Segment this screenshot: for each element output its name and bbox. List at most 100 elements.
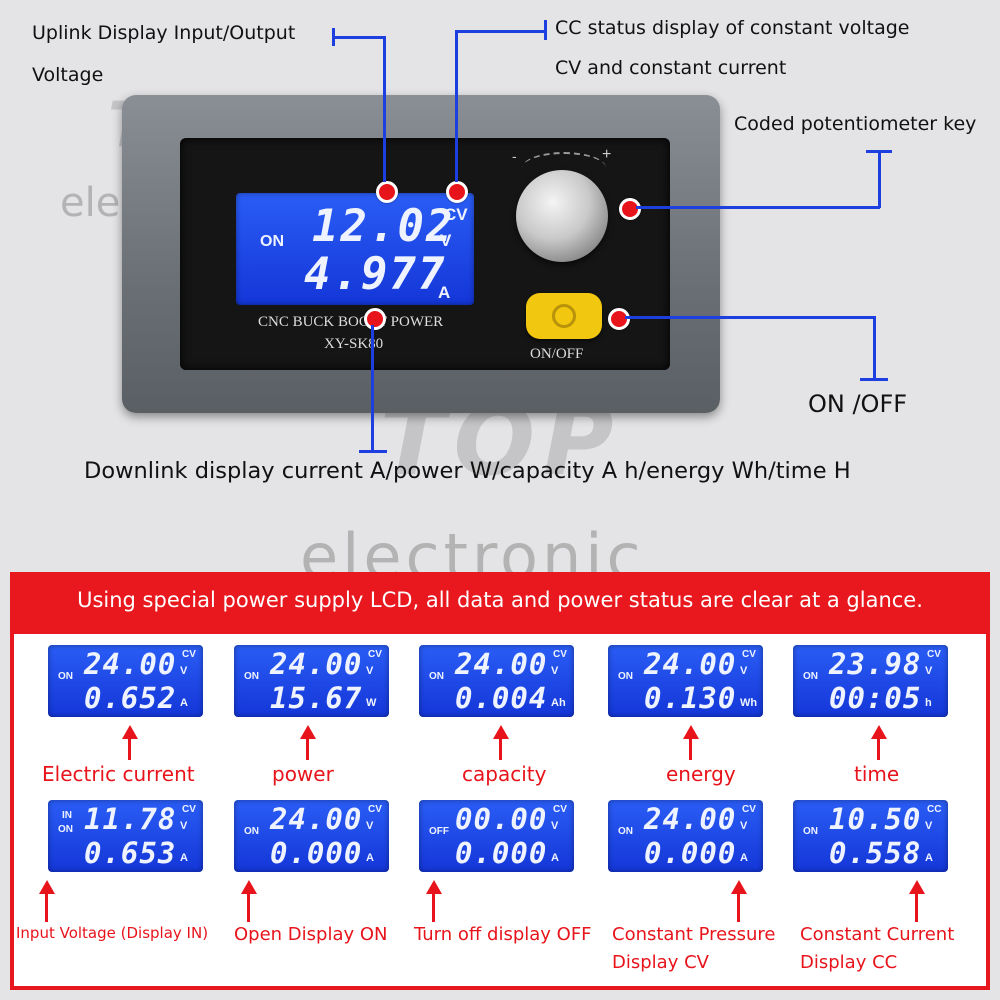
- knob-minus-label: -: [512, 148, 517, 164]
- small-lcd-bottom-unit: A: [551, 852, 559, 864]
- leader-button-cap: [860, 378, 888, 381]
- small-lcd-bottom: 15.67: [270, 681, 363, 715]
- small-lcd-bottom-unit: h: [925, 697, 932, 709]
- small-lcd-state-2: ON: [58, 824, 73, 835]
- small-lcd-state: ON: [58, 671, 73, 682]
- label-cc-line1: CC status display of constant voltage: [555, 17, 910, 39]
- small-lcd-state: ON: [803, 671, 818, 682]
- screen-caption: Constant Pressure: [612, 924, 776, 945]
- small-lcd-bottom: 0.000: [455, 836, 548, 870]
- small-lcd-top: 24.00: [644, 802, 737, 836]
- small-lcd-mode: CV: [742, 804, 756, 815]
- small-lcd-top: 23.98: [829, 647, 922, 681]
- small-lcd-mode: CV: [368, 804, 382, 815]
- small-lcd-top-unit: V: [366, 820, 374, 832]
- screen-caption: Constant Current: [800, 924, 955, 945]
- small-lcd-top: 24.00: [84, 647, 177, 681]
- callout-dot-voltage: [376, 181, 398, 203]
- small-lcd-mode: CC: [927, 804, 942, 815]
- leader-current-cap: [359, 450, 387, 453]
- red-arrow-shaft: [689, 737, 692, 760]
- power-button[interactable]: [526, 293, 602, 339]
- small-lcd-bottom-unit: A: [366, 852, 374, 864]
- leader-knob-v: [878, 150, 881, 208]
- small-lcd-top: 11.78: [84, 802, 177, 836]
- small-lcd-bottom: 0.652: [84, 681, 177, 715]
- small-lcd-top: 10.50: [829, 802, 922, 836]
- main-lcd-voltage-unit: V: [440, 231, 452, 250]
- screen-caption: power: [272, 762, 334, 786]
- red-arrow-head-icon: [300, 725, 316, 739]
- label-cc-line2: CV and constant current: [555, 57, 787, 79]
- small-lcd-top-unit: V: [740, 665, 748, 677]
- leader-knob-h: [636, 206, 880, 209]
- small-lcd-top: 00.00: [455, 802, 548, 836]
- power-icon: [552, 304, 576, 328]
- red-arrow-head-icon: [426, 880, 442, 894]
- red-arrow-head-icon: [909, 880, 925, 894]
- small-lcd-mode: CV: [553, 804, 567, 815]
- small-lcd-top: 24.00: [455, 647, 548, 681]
- small-lcd-bottom: 0.558: [829, 836, 922, 870]
- small-lcd-mode: CV: [927, 649, 941, 660]
- callout-dot-current: [364, 308, 386, 330]
- screen-caption: capacity: [462, 762, 547, 786]
- red-arrow-head-icon: [683, 725, 699, 739]
- red-arrow-shaft: [877, 737, 880, 760]
- small-lcd-mode: CV: [742, 649, 756, 660]
- small-lcd-state: ON: [803, 826, 818, 837]
- model-line-2: XY-SK80: [324, 336, 384, 352]
- small-lcd-top-unit: V: [925, 820, 933, 832]
- small-lcd-bottom: 0.000: [644, 836, 737, 870]
- small-lcd-state: IN: [62, 810, 72, 821]
- leader-mode-v: [455, 30, 458, 182]
- screen-caption-2: Display CV: [612, 952, 709, 973]
- small-lcd-top-unit: V: [551, 820, 559, 832]
- small-lcd-top-unit: V: [180, 665, 188, 677]
- small-lcd-top: 24.00: [644, 647, 737, 681]
- label-downlink: Downlink display current A/power W/capac…: [84, 458, 851, 484]
- screen-caption-2: Display CC: [800, 952, 898, 973]
- leader-current-v: [371, 325, 374, 451]
- red-arrow-head-icon: [241, 880, 257, 894]
- small-lcd-bottom-unit: A: [180, 852, 188, 864]
- small-lcd-bottom-unit: Ah: [551, 697, 566, 709]
- small-lcd-bottom: 0.000: [270, 836, 363, 870]
- small-lcd-bottom-unit: A: [740, 852, 748, 864]
- screen-caption: Input Voltage (Display IN): [16, 924, 209, 942]
- leader-voltage-cap: [332, 28, 335, 46]
- callout-dot-button: [608, 308, 630, 330]
- label-uplink-line1: Uplink Display Input/Output: [32, 22, 296, 44]
- red-arrow-shaft: [499, 737, 502, 760]
- small-lcd-mode: CV: [368, 649, 382, 660]
- small-lcd-top: 24.00: [270, 802, 363, 836]
- label-potentiometer: Coded potentiometer key: [734, 113, 977, 135]
- small-lcd-bottom: 0.130: [644, 681, 737, 715]
- small-lcd-state: ON: [244, 826, 259, 837]
- leader-knob-cap: [866, 150, 892, 153]
- screen-caption: time: [854, 762, 900, 786]
- small-lcd-state: OFF: [429, 826, 449, 837]
- label-onoff: ON /OFF: [808, 390, 908, 418]
- red-arrow-head-icon: [871, 725, 887, 739]
- potentiometer-knob[interactable]: [516, 170, 608, 262]
- main-lcd-voltage: 12.02: [312, 201, 455, 252]
- small-lcd-top: 24.00: [270, 647, 363, 681]
- small-lcd-top-unit: V: [740, 820, 748, 832]
- small-lcd-top-unit: V: [551, 665, 559, 677]
- small-lcd-state: ON: [618, 671, 633, 682]
- callout-dot-knob: [619, 198, 641, 220]
- small-lcd-top-unit: V: [180, 820, 188, 832]
- power-button-label: ON/OFF: [530, 346, 584, 362]
- leader-mode-cap: [544, 20, 547, 40]
- info-panel-title: Using special power supply LCD, all data…: [77, 588, 923, 612]
- screen-caption: Electric current: [42, 762, 195, 786]
- small-lcd-mode: CV: [553, 649, 567, 660]
